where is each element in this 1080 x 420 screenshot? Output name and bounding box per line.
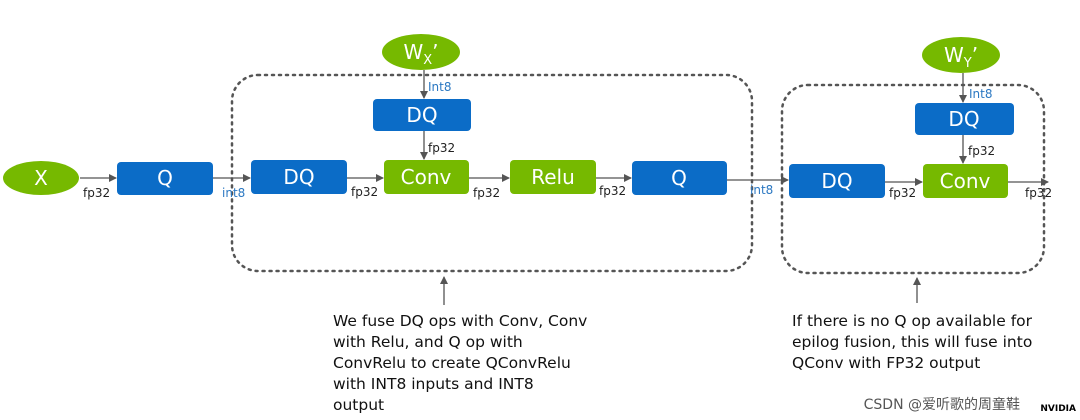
node-q-input: Q bbox=[117, 162, 213, 195]
nvidia-logo: NVIDIA bbox=[1038, 404, 1078, 414]
wx-sub: X bbox=[423, 53, 432, 68]
label-dqw-conv: fp32 bbox=[428, 141, 455, 155]
node-relu: Relu bbox=[510, 160, 596, 194]
note-left: We fuse DQ ops with Conv, Conv with Relu… bbox=[333, 311, 587, 416]
node-relu-label: Relu bbox=[531, 165, 575, 189]
node-x-label: X bbox=[34, 166, 48, 190]
fusion-group-right bbox=[780, 83, 1046, 275]
label-q-dq: int8 bbox=[222, 186, 245, 200]
node-wy: WY’ bbox=[922, 37, 1000, 73]
label-wy-dq: Int8 bbox=[969, 87, 992, 101]
fusion-group-left bbox=[230, 73, 754, 273]
node-q-input-label: Q bbox=[157, 166, 173, 190]
label-dqw-conv-right: fp32 bbox=[968, 144, 995, 158]
node-conv-right-label: Conv bbox=[940, 169, 991, 193]
node-dq-weight-right: DQ bbox=[915, 103, 1014, 135]
note-left-line: output bbox=[333, 396, 385, 414]
watermark: CSDN @爱听歌的周童鞋 bbox=[863, 397, 1020, 413]
label-conv-relu: fp32 bbox=[473, 186, 500, 200]
label-conv-out: fp32 bbox=[1025, 186, 1052, 200]
note-right-line: epilog fusion, this will fuse into bbox=[792, 333, 1033, 351]
note-left-line: with INT8 inputs and INT8 bbox=[333, 375, 534, 393]
node-wx-label: WX’ bbox=[403, 40, 438, 68]
node-q-left-label: Q bbox=[671, 166, 687, 190]
wy-base: W bbox=[944, 43, 964, 67]
node-wy-label: WY’ bbox=[944, 43, 978, 71]
node-dq-weight-left-label: DQ bbox=[406, 103, 437, 127]
wy-sub: Y bbox=[963, 56, 972, 71]
node-dq-left-label: DQ bbox=[283, 165, 314, 189]
node-wx: WX’ bbox=[382, 34, 460, 70]
note-right-line: QConv with FP32 output bbox=[792, 354, 981, 372]
node-dq-left: DQ bbox=[251, 160, 347, 194]
wx-prime: ’ bbox=[432, 40, 438, 64]
node-x: X bbox=[3, 161, 79, 195]
label-wx-dq: Int8 bbox=[428, 80, 451, 94]
note-left-line: We fuse DQ ops with Conv, Conv bbox=[333, 312, 588, 330]
node-dq-weight-right-label: DQ bbox=[948, 107, 979, 131]
node-conv-left-label: Conv bbox=[401, 165, 452, 189]
label-dq-conv: fp32 bbox=[351, 185, 378, 199]
label-q-dq-right: int8 bbox=[750, 183, 773, 197]
label-relu-q: fp32 bbox=[599, 184, 626, 198]
node-conv-right: Conv bbox=[923, 164, 1008, 198]
node-conv-left: Conv bbox=[384, 160, 469, 194]
wy-prime: ’ bbox=[972, 43, 978, 67]
label-x-q: fp32 bbox=[83, 186, 110, 200]
note-right-line: If there is no Q op available for bbox=[792, 312, 1033, 330]
node-dq-right: DQ bbox=[789, 164, 885, 198]
node-q-left: Q bbox=[632, 161, 727, 195]
wx-base: W bbox=[403, 40, 423, 64]
note-right: If there is no Q op available for epilog… bbox=[792, 311, 1032, 374]
note-left-line: with Relu, and Q op with bbox=[333, 333, 523, 351]
node-dq-right-label: DQ bbox=[821, 169, 852, 193]
node-dq-weight-left: DQ bbox=[373, 99, 471, 131]
note-left-line: ConvRelu to create QConvRelu bbox=[333, 354, 571, 372]
connectors bbox=[80, 70, 1049, 305]
label-dq-conv-right: fp32 bbox=[889, 186, 916, 200]
